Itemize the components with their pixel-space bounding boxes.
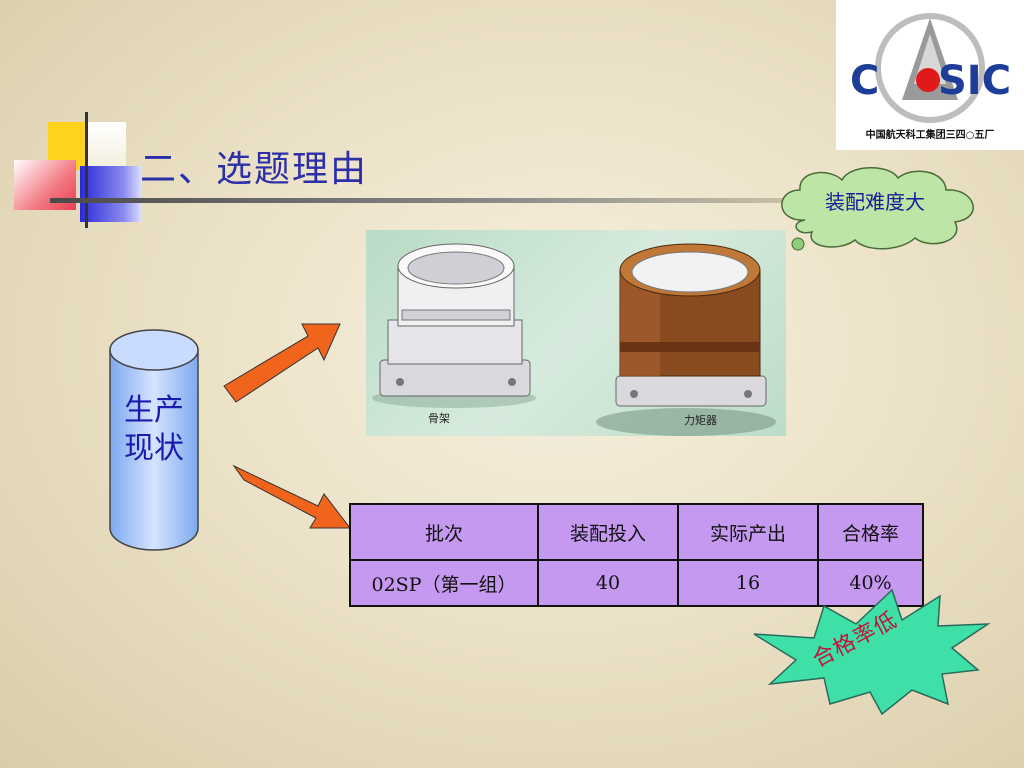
parts-illustration [372, 243, 776, 436]
cloud-callout-text: 装配难度大 [825, 190, 925, 214]
table-header-cell: 批次 [349, 503, 539, 561]
svg-text:SIC: SIC [938, 58, 1011, 104]
arrow-down-right-icon [232, 464, 352, 529]
starburst-shape [753, 588, 991, 716]
table-header-cell: 实际产出 [677, 503, 819, 561]
svg-text:C: C [850, 58, 879, 104]
table-header-cell: 合格率 [817, 503, 924, 561]
table-cell: 40% [817, 559, 924, 607]
production-table: 批次 装配投入 实际产出 合格率 02SP（第一组） 40 16 40% [349, 503, 924, 607]
corner-square-blue [80, 166, 142, 222]
table-cell: 40 [537, 559, 679, 607]
logo-caption: 中国航天科工集团三四○五厂 [865, 130, 995, 141]
thought-cloud [771, 167, 974, 260]
table-cell: 02SP（第一组） [349, 559, 539, 607]
cylinder-shape [109, 329, 199, 551]
table-header-cell: 装配投入 [537, 503, 679, 561]
title-rule [50, 198, 790, 203]
photo-label-right: 力矩器 [684, 414, 717, 427]
table-row: 02SP（第一组） 40 16 40% [349, 559, 924, 607]
logo: C SIC 中国航天科工集团三四○五厂 [836, 0, 1024, 150]
corner-square-white [88, 122, 126, 166]
page-title: 二、选题理由 [140, 149, 369, 190]
table-cell: 16 [677, 559, 819, 607]
photo-label-left: 骨架 [428, 412, 450, 425]
cylinder-label: 生产现状 [124, 393, 184, 466]
corner-vertical-line [85, 112, 88, 228]
arrow-up-right-icon [223, 323, 341, 403]
table-header-row: 批次 装配投入 实际产出 合格率 [349, 503, 924, 561]
casic-logo-icon: C SIC [850, 13, 1011, 123]
parts-photo: 骨架 力矩器 [366, 230, 786, 436]
